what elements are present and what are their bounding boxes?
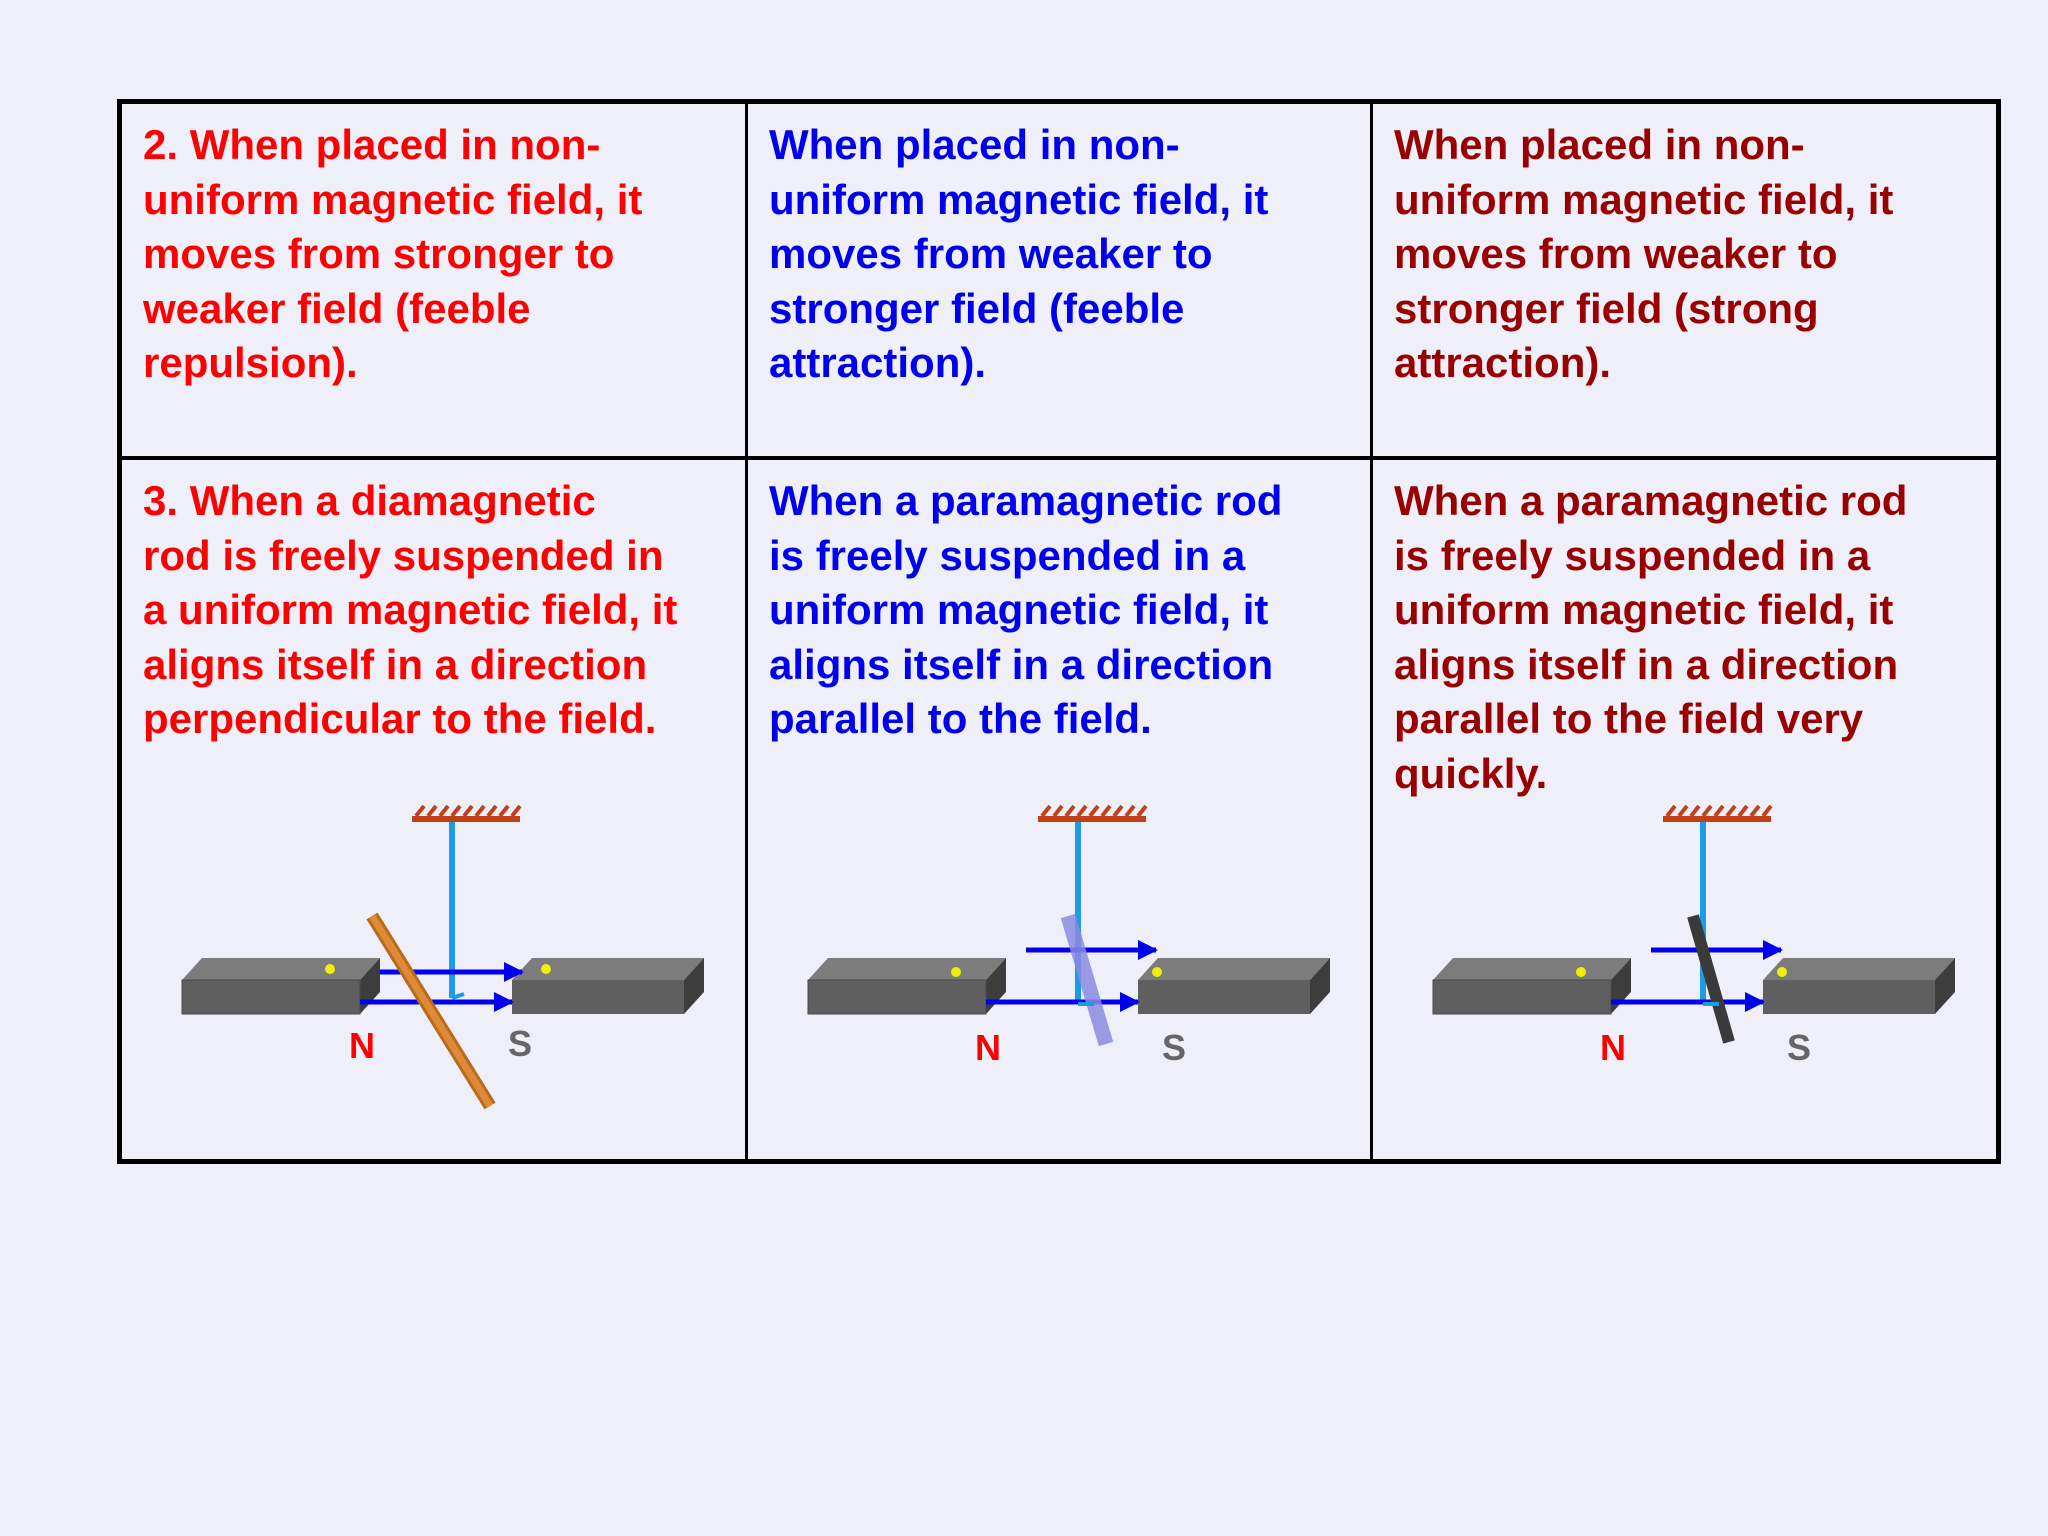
ferromagnetic-rod-text: When a paramagnetic rod is freely suspen…: [1394, 477, 1908, 797]
paramagnetic-rod-diagram: N S: [807, 804, 1330, 1068]
cell-paramagnetic-rod: When a paramagnetic rod is freely suspen…: [748, 460, 1373, 1159]
north-pole-dot: [951, 967, 961, 977]
diamagnetic-rod-text: 3. When a diamagnetic rod is freely susp…: [143, 477, 678, 742]
south-magnet: [1763, 958, 1955, 1014]
ceiling-support-icon: [1036, 804, 1148, 824]
north-pole-dot: [1576, 967, 1586, 977]
ceiling-support-icon: [1661, 804, 1773, 824]
diamagnetic-nonuniform-text: 2. When placed in non- uniform magnetic …: [143, 121, 643, 386]
north-label: N: [1600, 1027, 1626, 1068]
paramagnetic-rod-icon: [1060, 913, 1114, 1047]
ferromagnetic-rod-icon: [1687, 914, 1735, 1044]
cell-diamagnetic-nonuniform: 2. When placed in non- uniform magnetic …: [122, 104, 748, 460]
diamagnetic-rod-diagram: N S: [181, 804, 704, 1110]
north-magnet: [807, 957, 1007, 1015]
comparison-table: 2. When placed in non- uniform magnetic …: [117, 99, 2001, 1164]
cell-paramagnetic-nonuniform: When placed in non- uniform magnetic fie…: [748, 104, 1373, 460]
ferromagnetic-nonuniform-text: When placed in non- uniform magnetic fie…: [1394, 121, 1894, 386]
ceiling-support-icon: [410, 804, 522, 824]
south-magnet: [1138, 958, 1330, 1014]
south-label: S: [1162, 1027, 1186, 1068]
ferromagnetic-rod-diagram: N S: [1432, 804, 1955, 1068]
south-pole-dot: [1777, 967, 1787, 977]
north-magnet: [181, 957, 381, 1015]
south-pole-dot: [1152, 967, 1162, 977]
cell-diamagnetic-rod: 3. When a diamagnetic rod is freely susp…: [122, 460, 748, 1159]
cell-ferromagnetic-rod: When a paramagnetic rod is freely suspen…: [1373, 460, 1996, 1159]
south-label: S: [508, 1023, 532, 1064]
south-label: S: [1787, 1027, 1811, 1068]
north-pole-dot: [325, 964, 335, 974]
south-pole-dot: [541, 964, 551, 974]
north-label: N: [975, 1027, 1001, 1068]
south-magnet: [512, 958, 704, 1014]
paramagnetic-nonuniform-text: When placed in non- uniform magnetic fie…: [769, 121, 1269, 386]
paramagnetic-rod-text: When a paramagnetic rod is freely suspen…: [769, 477, 1283, 742]
thread-hook: [451, 992, 465, 1000]
north-label: N: [349, 1025, 375, 1066]
cell-ferromagnetic-nonuniform: When placed in non- uniform magnetic fie…: [1373, 104, 1996, 460]
north-magnet: [1432, 957, 1632, 1015]
rod-highlight: [369, 914, 493, 1108]
